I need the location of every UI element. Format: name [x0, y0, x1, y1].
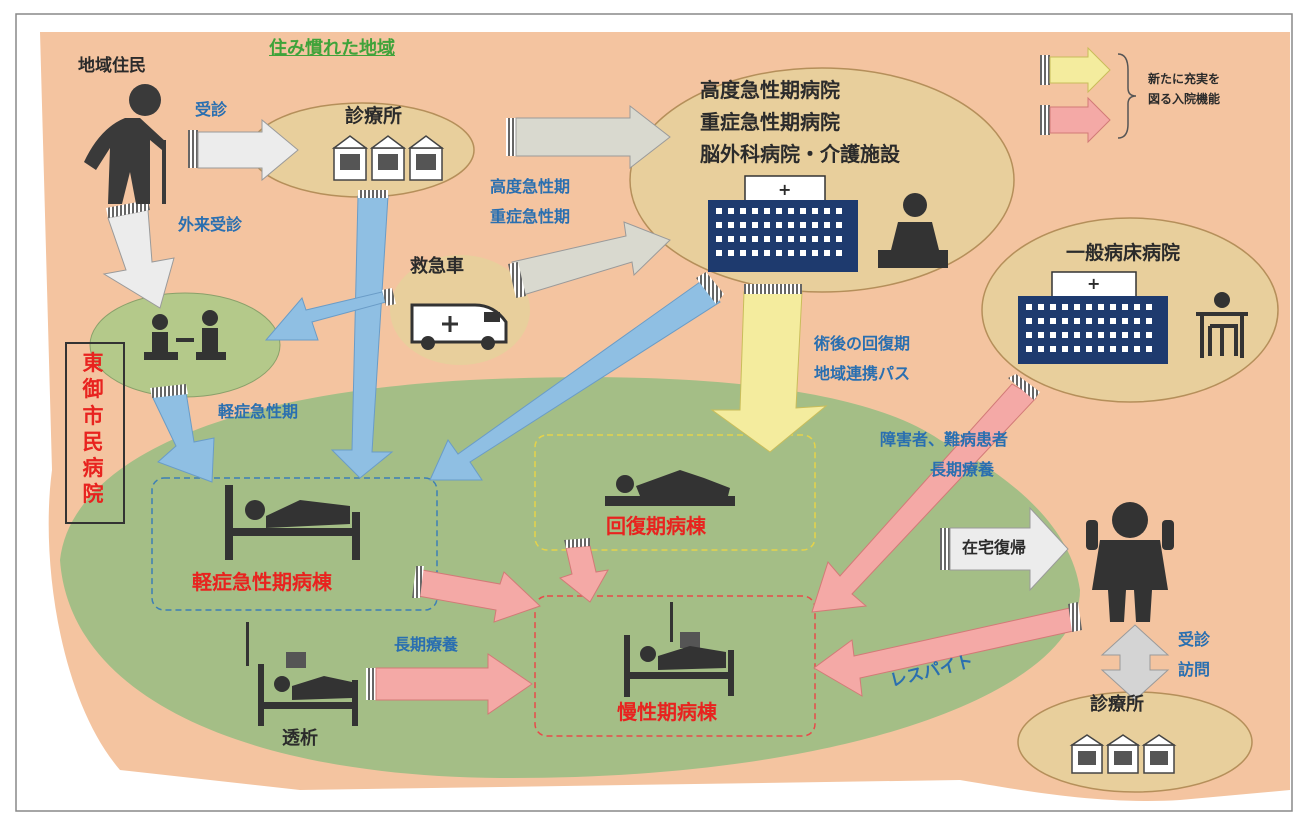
disabled-patients-label: 障害者、難病患者 [880, 430, 1009, 449]
recovery-ward-label: 回復期病棟 [606, 514, 706, 538]
ambulance-label: 救急車 [410, 256, 464, 277]
arrow-ambulance-to-advanced [508, 221, 671, 298]
clinic2-buildings-icon [1069, 734, 1177, 774]
advanced-hospitals-line3: 脳外科病院・介護施設 [700, 142, 900, 166]
outpatient-ellipse [89, 292, 281, 398]
clinic-label: 診療所 [345, 105, 403, 127]
arrow-home-return [940, 506, 1069, 592]
surgeon-icon [878, 193, 948, 268]
arrow-advanced-to-mild [429, 272, 724, 481]
chronic-ward-box [534, 595, 816, 737]
arrow-consult-visit [1100, 624, 1170, 701]
arrow-clinic-down [330, 190, 394, 479]
arrow-advanced-to-recovery [710, 284, 828, 453]
doctor-consultation-icon [144, 310, 226, 360]
dialysis-bed-icon [246, 622, 358, 726]
long-term-care-label-1: 長期療養 [930, 460, 995, 479]
local-residents-label: 地域住民 [78, 56, 146, 76]
clinic2-label: 診療所 [1090, 694, 1144, 715]
arrow-respite [813, 602, 1082, 697]
arrow-recovery-to-chronic [558, 538, 609, 603]
advanced-acute-label: 高度急性期 [490, 177, 571, 196]
wheelchair-user-icon [1196, 292, 1248, 358]
hospital-name-box [65, 342, 125, 524]
arrow-general-to-chronic [811, 374, 1040, 613]
long-term-care-label-2: 長期療養 [394, 635, 459, 654]
severe-acute-label: 重症急性期 [490, 207, 571, 226]
general-hospital-building-icon [1018, 271, 1168, 364]
rehab-figure-icon [605, 470, 735, 506]
clinic-buildings-icon [331, 135, 445, 181]
arrow-dialysis-to-chronic [366, 653, 533, 715]
legend-line2: 図る入院機能 [1148, 92, 1221, 106]
visit-label: 訪問 [1178, 660, 1211, 679]
chronic-bed-icon [624, 602, 734, 697]
hospital-name-label: 東御市民病院 [82, 351, 104, 507]
familiar-area-label: 住み慣れた地域 [269, 38, 395, 59]
hospital-bed-icon [225, 485, 360, 560]
arrow-outpatient [102, 200, 175, 309]
advanced-hospitals-line1: 高度急性期病院 [700, 78, 840, 102]
hospital-cross-icon: + [778, 180, 792, 199]
mild-acute-ward-label: 軽症急性期病棟 [192, 570, 332, 594]
ambulance-icon [410, 303, 508, 350]
home-return-label: 在宅復帰 [962, 538, 1027, 557]
postop-recovery-label: 術後の回復期 [814, 334, 911, 353]
arrow-outpatient-to-mild [150, 384, 215, 483]
legend-line1: 新たに充実を [1148, 72, 1221, 86]
mild-acute-ward-box [151, 477, 438, 611]
general-hospital-label: 一般病床病院 [1066, 242, 1181, 264]
arrow-clinic-to-advanced [506, 104, 671, 170]
arrow-consult [188, 118, 299, 182]
dialysis-label: 透析 [282, 728, 318, 749]
legend-bracket [1117, 53, 1137, 139]
chronic-ward-label: 慢性期病棟 [617, 700, 717, 724]
advanced-hospitals-line2: 重症急性期病院 [700, 110, 840, 134]
regional-path-label: 地域連携パス [814, 364, 911, 383]
mild-acute-label: 軽症急性期 [218, 402, 299, 421]
consult2-label: 受診 [1178, 630, 1211, 649]
outpatient-label: 外来受診 [178, 215, 243, 234]
recovery-ward-box [534, 434, 816, 551]
hospital-building-icon [708, 175, 858, 272]
general-hospital-cross-icon: + [1087, 274, 1101, 293]
elderly-person-icon [84, 84, 166, 204]
consult-label: 受診 [195, 100, 228, 119]
arrow-ambulance-to-outpatient [264, 288, 396, 341]
standing-person-icon [1086, 502, 1174, 622]
arrow-mild-to-chronic [412, 566, 541, 623]
legend-yellow-arrow [1040, 46, 1111, 94]
legend-pink-arrow [1040, 96, 1111, 144]
